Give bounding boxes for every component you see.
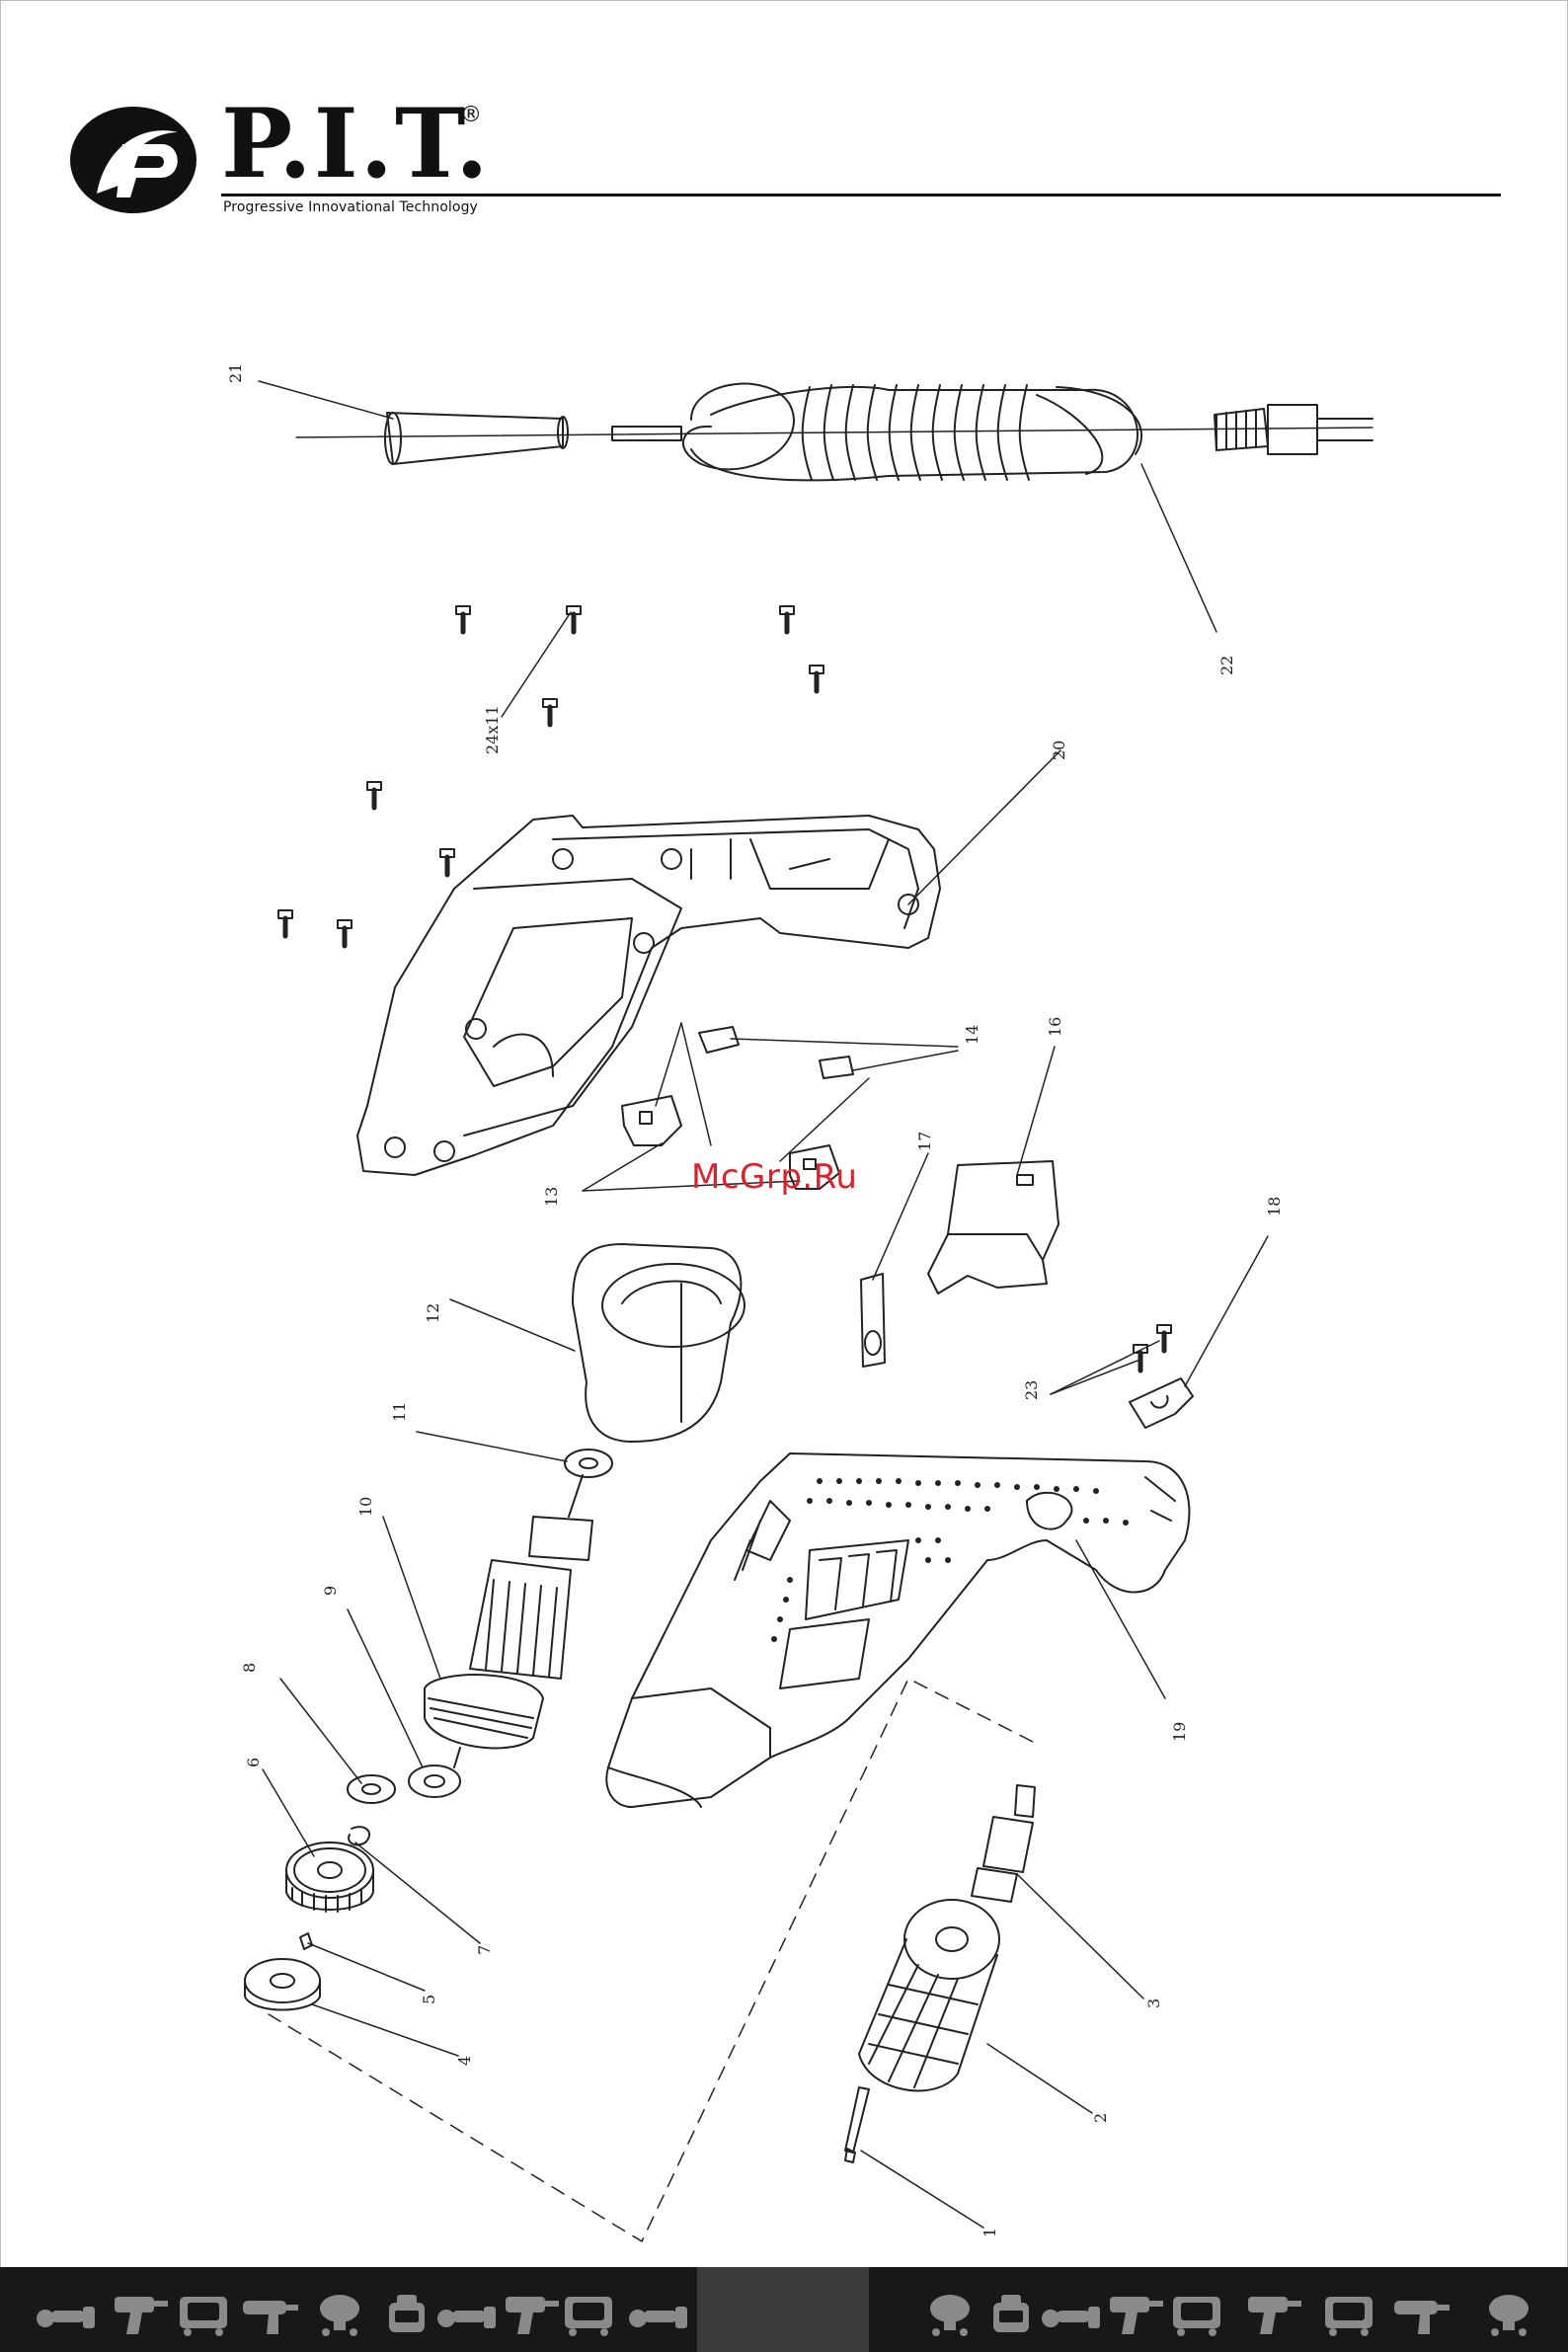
mixer-icon: [1481, 2287, 1544, 2338]
spindle: [972, 1785, 1035, 1902]
drill-icon: [109, 2287, 172, 2338]
callout-14: 14: [963, 1025, 981, 1045]
callout-16: 16: [1046, 1017, 1064, 1037]
vacuum-icon: [983, 2287, 1047, 2338]
callout-12: 12: [424, 1303, 442, 1323]
grinder-icon: [36, 2287, 99, 2338]
washer-11: [565, 1450, 612, 1477]
footer-band: [0, 2267, 1568, 2352]
callout-24x11: 24x11: [483, 705, 502, 754]
bearing-9: [409, 1765, 460, 1797]
drill-icon: [500, 2287, 563, 2338]
bearing-8: [348, 1775, 395, 1803]
callout-20: 20: [1050, 741, 1068, 760]
callout-23: 23: [1022, 1380, 1041, 1400]
retaining-ring: [349, 1827, 369, 1844]
callout-6: 6: [244, 1758, 263, 1767]
callout-18: 18: [1265, 1197, 1284, 1216]
main-housing: [606, 1453, 1189, 1807]
trigger-switch: [928, 1161, 1058, 1294]
callout-17: 17: [915, 1132, 934, 1151]
watermark: McGrp.Ru: [691, 1157, 857, 1197]
callout-22: 22: [1217, 656, 1236, 675]
generator-icon: [1167, 2287, 1230, 2338]
callout-4: 4: [455, 2056, 474, 2066]
gear: [286, 1842, 373, 1912]
callout-2: 2: [1091, 2113, 1110, 2123]
page-number-box: [697, 2267, 869, 2352]
chuck: [859, 1900, 999, 2090]
grinder-icon: [628, 2287, 691, 2338]
callout-13: 13: [542, 1187, 561, 1207]
stator: [573, 1244, 745, 1442]
mixer-icon: [312, 2287, 375, 2338]
cord-clamp: [1130, 1378, 1193, 1428]
chuck-screw: [845, 2087, 869, 2162]
callout-7: 7: [475, 1945, 494, 1955]
grinder-icon: [1041, 2287, 1104, 2338]
hammer-drill-icon: [1390, 2287, 1453, 2338]
assembly-line: [269, 1679, 1037, 2241]
washer-4: [245, 1959, 320, 2010]
mixer-icon: [922, 2287, 985, 2338]
drill-icon: [1104, 2287, 1167, 2338]
armature: [425, 1475, 592, 1767]
carbon-brushes: [699, 1027, 853, 1078]
callout-10: 10: [356, 1497, 375, 1517]
callout-1: 1: [980, 2228, 999, 2237]
screw-set: [278, 606, 1171, 1371]
callout-19: 19: [1170, 1722, 1189, 1742]
generator-icon: [559, 2287, 622, 2338]
callout-5: 5: [420, 1995, 438, 2004]
generator-icon: [1319, 2287, 1382, 2338]
lock-button: [861, 1274, 885, 1367]
callout-21: 21: [226, 363, 245, 383]
hammer-drill-icon: [239, 2287, 302, 2338]
callout-8: 8: [240, 1663, 259, 1673]
generator-icon: [174, 2287, 237, 2338]
callout-9: 9: [321, 1586, 340, 1596]
callout-11: 11: [390, 1402, 409, 1422]
callout-labels: 21 22 24x11 20 14 16 13 17 18 12 23 11 1…: [226, 363, 1284, 2237]
exploded-parts-diagram: 21 22 24x11 20 14 16 13 17 18 12 23 11 1…: [0, 0, 1568, 2261]
leader-lines: [259, 381, 1268, 2228]
drill-icon: [1242, 2287, 1305, 2338]
vacuum-icon: [379, 2287, 442, 2338]
grinder-icon: [436, 2287, 500, 2338]
callout-3: 3: [1144, 1999, 1163, 2008]
power-cord: [296, 384, 1372, 481]
key: [300, 1933, 312, 1949]
